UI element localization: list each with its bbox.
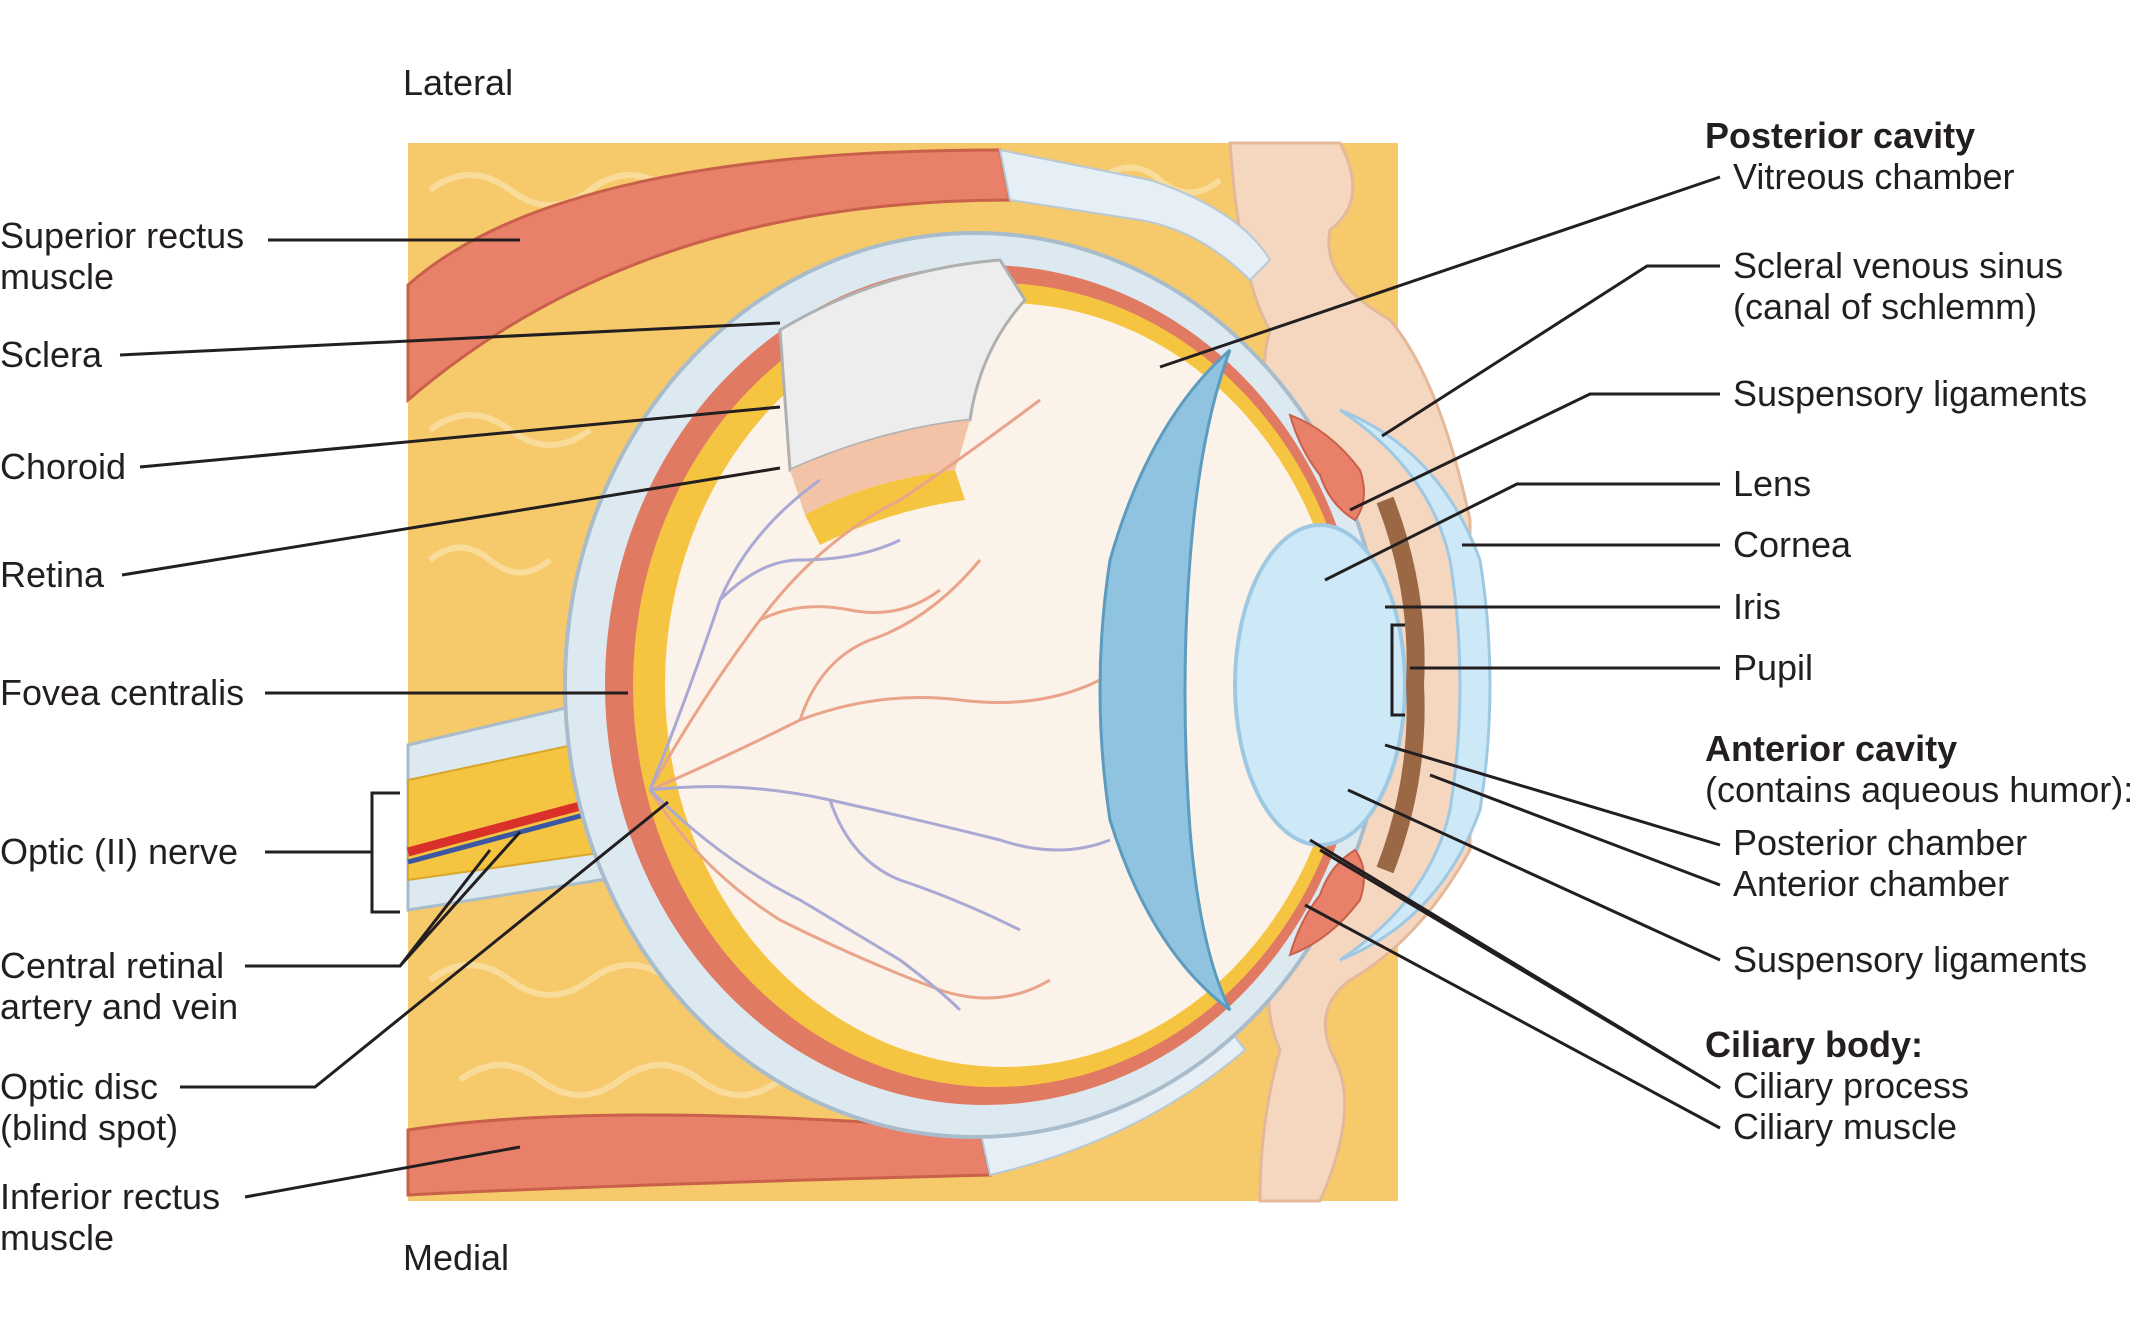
label-lens: Lens bbox=[1733, 463, 1811, 504]
leader-anterior-chamber bbox=[1429, 773, 1721, 887]
label-anterior-cavity: Anterior cavity bbox=[1705, 728, 1957, 769]
label-anterior-cavity-sub: (contains aqueous humor): bbox=[1705, 769, 2133, 810]
label-superior-rectus-1: Superior rectus bbox=[0, 215, 244, 256]
bracket-optic-nerve bbox=[370, 791, 400, 914]
label-optic-disc-1: Optic disc bbox=[0, 1066, 158, 1107]
leader-ciliary-muscle bbox=[1304, 848, 1721, 1130]
leader-lines bbox=[119, 175, 1721, 1199]
suspensory-ring bbox=[1098, 348, 1232, 1012]
label-pupil: Pupil bbox=[1733, 647, 1813, 688]
eye-illustration bbox=[406, 141, 1492, 1203]
leader-vitreous bbox=[1159, 175, 1721, 369]
leader-inferior-rectus bbox=[244, 1145, 521, 1199]
label-ciliary-process: Ciliary process bbox=[1733, 1065, 1969, 1106]
label-anterior-chamber: Anterior chamber bbox=[1733, 863, 2009, 904]
label-suspensory-top: Suspensory ligaments bbox=[1733, 373, 2087, 414]
retinal-vessels bbox=[648, 398, 1111, 1012]
leader-central-retinal bbox=[245, 830, 522, 968]
leader-choroid bbox=[139, 405, 781, 469]
label-fovea: Fovea centralis bbox=[0, 672, 244, 713]
label-suspensory-bottom: Suspensory ligaments bbox=[1733, 939, 2087, 980]
label-ciliary-muscle: Ciliary muscle bbox=[1733, 1106, 1957, 1147]
ciliary-body-upper bbox=[1288, 413, 1365, 522]
label-central-retinal-2: artery and vein bbox=[0, 986, 238, 1027]
label-inferior-rectus-2: muscle bbox=[0, 1217, 114, 1258]
label-posterior-cavity: Posterior cavity bbox=[1705, 115, 1975, 156]
leader-lens bbox=[1324, 482, 1720, 582]
label-retina: Retina bbox=[0, 554, 105, 595]
leader-scleral-sinus bbox=[1381, 264, 1720, 438]
label-iris: Iris bbox=[1733, 586, 1781, 627]
label-ciliary-body: Ciliary body: bbox=[1705, 1024, 1923, 1065]
cornea bbox=[1339, 408, 1492, 962]
layer-cutaway-choroid bbox=[790, 420, 970, 515]
label-scleral-sinus-1: Scleral venous sinus bbox=[1733, 245, 2063, 286]
pupil-bracket bbox=[1390, 623, 1405, 717]
label-posterior-chamber: Posterior chamber bbox=[1733, 822, 2027, 863]
leader-optic-disc bbox=[180, 800, 669, 1089]
leader-suspensory-top bbox=[1349, 392, 1720, 512]
label-central-retinal-1: Central retinal bbox=[0, 945, 224, 986]
label-scleral-sinus-2: (canal of schlemm) bbox=[1733, 286, 2037, 327]
label-vitreous: Vitreous chamber bbox=[1733, 156, 2014, 197]
leader-retina bbox=[121, 466, 781, 577]
orientation-labels: Lateral Medial bbox=[403, 62, 513, 1278]
label-optic-disc-2: (blind spot) bbox=[0, 1107, 178, 1148]
right-labels: Posterior cavity Vitreous chamber Sclera… bbox=[1705, 115, 2133, 1147]
label-optic-nerve: Optic (II) nerve bbox=[0, 831, 238, 872]
leader-sclera bbox=[119, 321, 781, 357]
superior-rectus-tendon bbox=[998, 148, 1272, 282]
leader-posterior-chamber bbox=[1384, 743, 1721, 847]
label-choroid: Choroid bbox=[0, 446, 126, 487]
label-medial: Medial bbox=[403, 1237, 509, 1278]
leader-suspensory-bottom bbox=[1347, 788, 1721, 962]
label-sclera: Sclera bbox=[0, 334, 103, 375]
ciliary-body-lower bbox=[1288, 848, 1365, 957]
label-lateral: Lateral bbox=[403, 62, 513, 103]
label-inferior-rectus-1: Inferior rectus bbox=[0, 1176, 220, 1217]
left-labels: Superior rectus muscle Sclera Choroid Re… bbox=[0, 215, 244, 1258]
label-cornea: Cornea bbox=[1733, 524, 1852, 565]
lens bbox=[1233, 523, 1407, 847]
label-superior-rectus-2: muscle bbox=[0, 256, 114, 297]
